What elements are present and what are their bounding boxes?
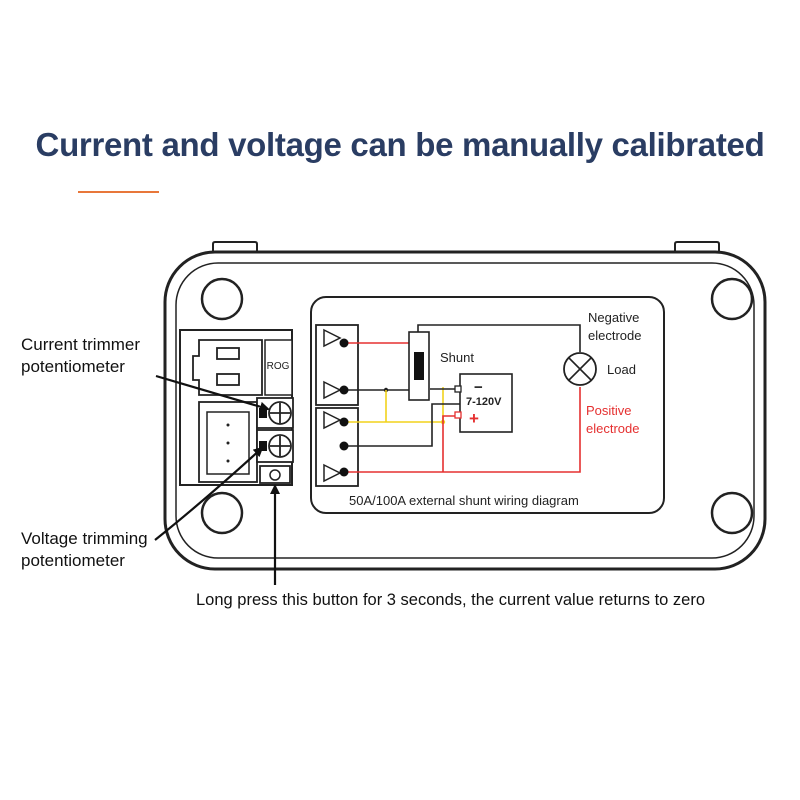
current-trimmer-arrow	[155, 374, 270, 412]
screw-hole-bottom-right	[710, 491, 754, 535]
load-lamp-symbol	[563, 352, 597, 386]
positive-electrode-label-1: Positive	[586, 403, 632, 418]
negative-electrode-label-1: Negative	[588, 310, 639, 325]
current-trimmer-callout: Current trimmer potentiometer	[21, 334, 140, 378]
current-trimmer-potentiometer[interactable]	[256, 397, 294, 429]
terminal-block-lower	[315, 407, 359, 487]
supply-range-label: 7-120V	[466, 396, 502, 408]
page-title: Current and voltage can be manually cali…	[35, 126, 765, 163]
screw-hole-top-left	[200, 277, 244, 321]
supply-plus-sign: +	[469, 409, 479, 428]
callout-arrows	[154, 374, 280, 585]
voltage-trimming-line-1: Voltage trimming	[21, 529, 148, 548]
wiring-diagram-panel: Shunt − 7-120V + Negative electrode Load…	[310, 296, 665, 514]
voltage-trimming-potentiometer[interactable]	[256, 429, 294, 463]
shunt-symbol	[408, 331, 430, 401]
zero-reset-button[interactable]	[259, 465, 291, 484]
terminal-block-upper	[315, 324, 359, 406]
power-supply-box	[454, 373, 513, 433]
wiring-caption: 50A/100A external shunt wiring diagram	[349, 493, 579, 508]
load-label: Load	[607, 362, 636, 377]
current-trimmer-line-2: potentiometer	[21, 357, 125, 376]
zero-button-callout: Long press this button for 3 seconds, th…	[196, 591, 706, 609]
voltage-trimming-callout: Voltage trimming potentiometer	[21, 528, 148, 572]
screw-hole-bottom-left	[200, 491, 244, 535]
negative-electrode-label-2: electrode	[588, 328, 641, 343]
positive-electrode-label-2: electrode	[586, 421, 639, 436]
title-accent-line	[78, 191, 159, 193]
connector-label-text: ROG	[267, 361, 290, 372]
voltage-trimming-line-2: potentiometer	[21, 551, 125, 570]
shunt-label: Shunt	[440, 350, 474, 365]
voltage-trimming-arrow	[154, 446, 264, 541]
current-trimmer-line-1: Current trimmer	[21, 335, 141, 354]
supply-minus-sign: −	[474, 379, 483, 396]
screw-hole-top-right	[710, 277, 754, 321]
